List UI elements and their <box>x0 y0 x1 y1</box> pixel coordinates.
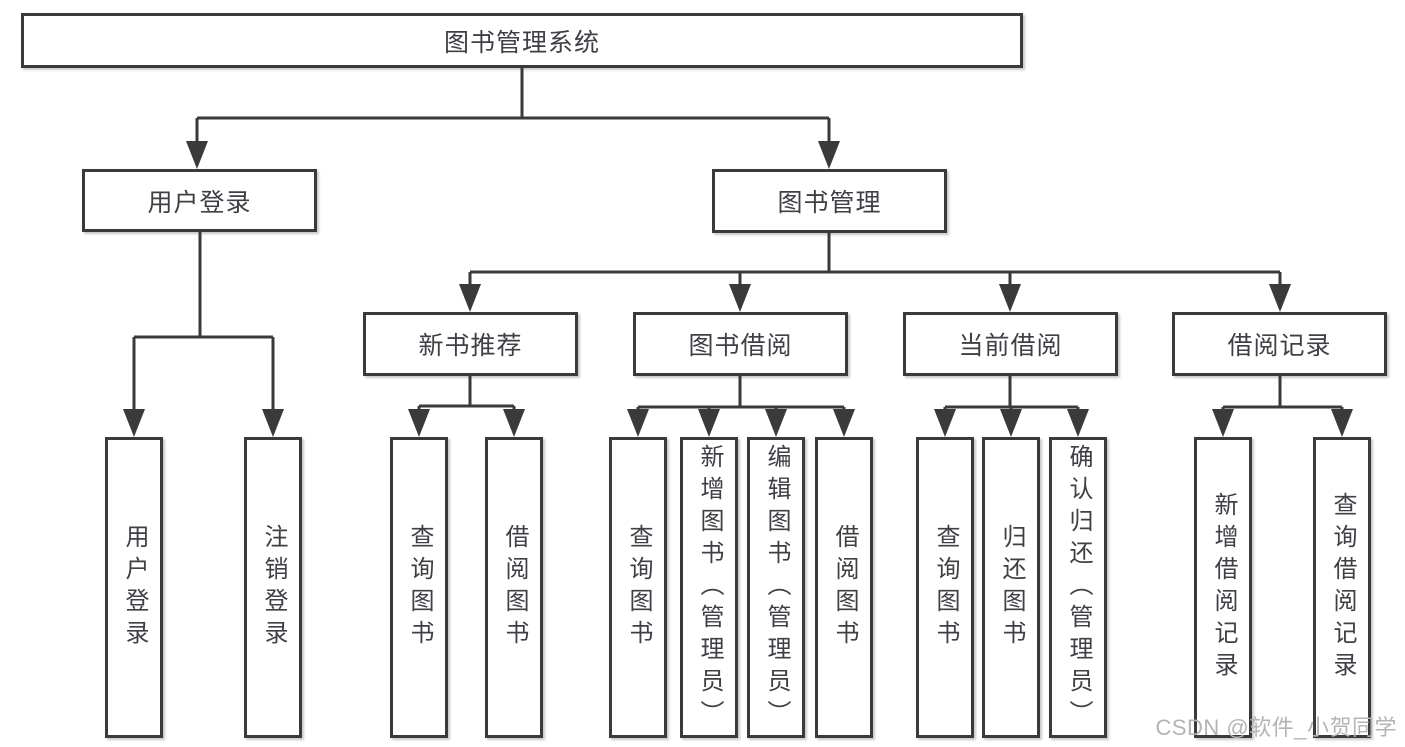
node-new-book-recommend-label: 新书推荐 <box>418 332 523 360</box>
arrowhead-recommend-query-books <box>408 409 430 437</box>
leaf-return-book-label: 归还图书 <box>998 523 1025 652</box>
leaf-recommend-query-books: 查询图书 <box>390 437 448 738</box>
node-library-system-label: 图书管理系统 <box>443 28 600 57</box>
leaf-query-borrow-record: 查询借阅记录 <box>1313 437 1371 738</box>
leaf-borrow-query-books: 查询图书 <box>609 437 667 738</box>
arrowhead-borrow-books <box>833 409 855 437</box>
leaf-edit-book-admin-label: 编辑图书（管理员） <box>763 443 790 732</box>
arrowhead-user-login <box>186 141 208 169</box>
node-user-login: 用户登录 <box>82 169 317 232</box>
arrowhead-book-borrow <box>729 284 751 312</box>
leaf-borrow-books-label: 借阅图书 <box>831 523 858 652</box>
connector-user-login-children <box>123 232 284 437</box>
leaf-borrow-query-books-label: 查询图书 <box>625 523 652 652</box>
leaf-confirm-return-admin-label: 确认归还（管理员） <box>1065 443 1092 732</box>
connector-root-to-level1 <box>186 68 840 169</box>
arrowhead-return-book <box>1000 409 1022 437</box>
leaf-borrow-books: 借阅图书 <box>815 437 873 738</box>
leaf-current-query-books: 查询图书 <box>916 437 974 738</box>
leaf-recommend-borrow-books-label: 借阅图书 <box>501 523 528 652</box>
watermark-text: CSDN @软件_小贺同学 <box>1155 715 1397 740</box>
node-current-borrow: 当前借阅 <box>903 312 1118 376</box>
node-book-management-label: 图书管理 <box>777 189 882 217</box>
leaf-add-book-admin: 新增图书（管理员） <box>680 437 738 738</box>
leaf-logout-label: 注销登录 <box>260 523 287 652</box>
arrowhead-confirm-return <box>1067 409 1089 437</box>
leaf-add-book-admin-label: 新增图书（管理员） <box>696 443 723 732</box>
node-book-borrow-label: 图书借阅 <box>688 332 793 360</box>
arrowhead-recommend-borrow-books <box>503 409 525 437</box>
leaf-query-borrow-record-label: 查询借阅记录 <box>1329 491 1356 684</box>
node-book-management: 图书管理 <box>712 169 947 233</box>
arrowhead-borrow-records <box>1269 284 1291 312</box>
leaf-edit-book-admin: 编辑图书（管理员） <box>747 437 805 738</box>
arrowhead-leaf-user-login <box>123 409 145 437</box>
arrowhead-current-borrow <box>999 284 1021 312</box>
connector-book-management-children <box>459 233 1291 312</box>
connector-book-borrow-children <box>627 376 855 437</box>
arrowhead-new-book-recommend <box>459 284 481 312</box>
arrowhead-book-management <box>818 141 840 169</box>
leaf-recommend-query-books-label: 查询图书 <box>406 523 433 652</box>
leaf-return-book: 归还图书 <box>982 437 1040 738</box>
node-user-login-label: 用户登录 <box>147 188 252 217</box>
node-book-borrow: 图书借阅 <box>633 312 848 376</box>
arrowhead-borrow-query-books <box>627 409 649 437</box>
leaf-add-borrow-record-label: 新增借阅记录 <box>1210 491 1237 684</box>
node-borrow-records: 借阅记录 <box>1172 312 1387 376</box>
arrowhead-add-book <box>698 409 720 437</box>
arrowhead-query-borrow-record <box>1331 409 1353 437</box>
node-library-system: 图书管理系统 <box>21 13 1023 68</box>
leaf-recommend-borrow-books: 借阅图书 <box>485 437 543 738</box>
connector-current-borrow-children <box>934 376 1089 437</box>
leaf-confirm-return-admin: 确认归还（管理员） <box>1049 437 1107 738</box>
node-borrow-records-label: 借阅记录 <box>1227 332 1332 360</box>
leaf-add-borrow-record: 新增借阅记录 <box>1194 437 1252 738</box>
leaf-logout: 注销登录 <box>244 437 302 738</box>
leaf-user-login-label: 用户登录 <box>121 523 148 652</box>
arrowhead-add-borrow-record <box>1212 409 1234 437</box>
arrowhead-current-query-books <box>934 409 956 437</box>
arrowhead-edit-book <box>765 409 787 437</box>
leaf-current-query-books-label: 查询图书 <box>932 523 959 652</box>
connector-borrow-records-children <box>1212 376 1353 437</box>
connector-new-book-recommend-children <box>408 376 525 437</box>
node-current-borrow-label: 当前借阅 <box>958 332 1063 360</box>
node-new-book-recommend: 新书推荐 <box>363 312 578 376</box>
arrowhead-leaf-logout <box>262 409 284 437</box>
leaf-user-login: 用户登录 <box>105 437 163 738</box>
